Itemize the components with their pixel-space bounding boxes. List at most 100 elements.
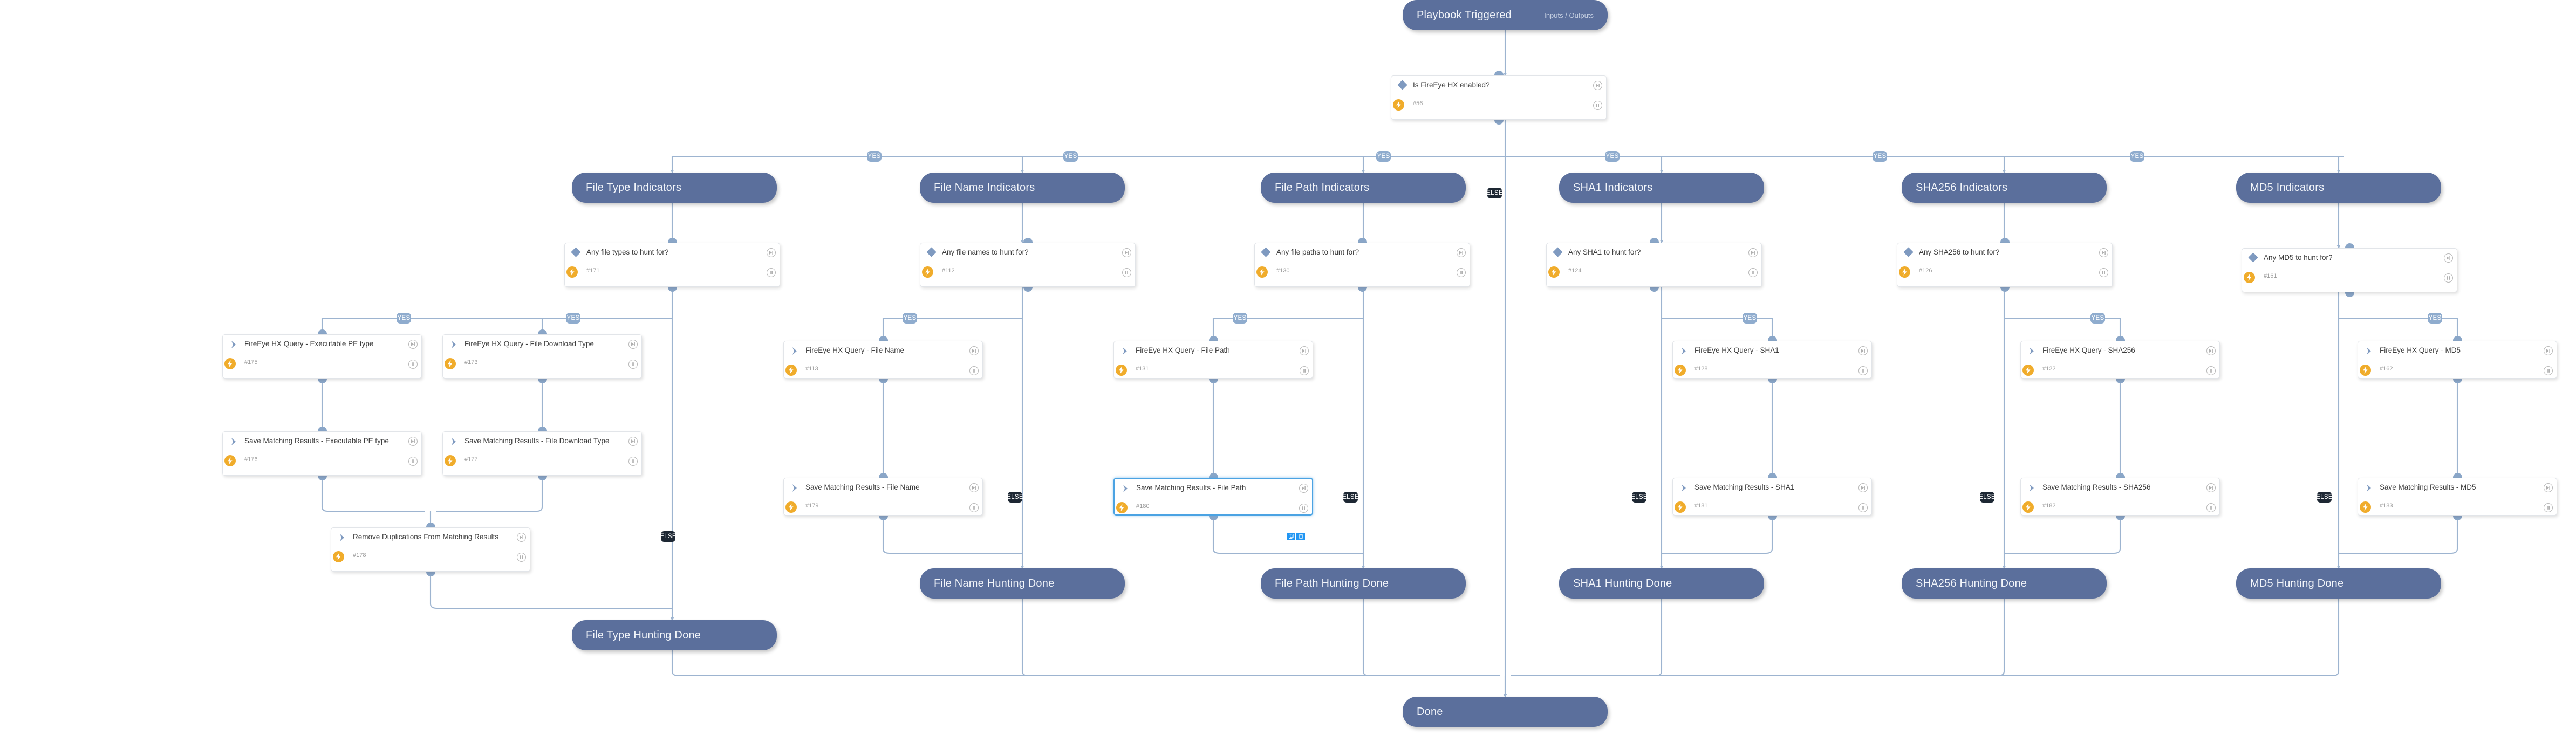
node-input-connector[interactable]: [878, 473, 888, 478]
node-sha256-hunting-done[interactable]: SHA256 Hunting Done: [1902, 568, 2107, 599]
node-input-connector[interactable]: [317, 427, 327, 431]
node-input-connector[interactable]: [2115, 473, 2125, 478]
node-file-type-hunting-done[interactable]: File Type Hunting Done: [572, 620, 777, 650]
node-output-connector[interactable]: [1208, 379, 1218, 383]
pause-icon[interactable]: [969, 503, 979, 512]
node-output-connector[interactable]: [2345, 292, 2354, 297]
step-forward-icon[interactable]: [2099, 248, 2108, 257]
pause-icon[interactable]: [1858, 503, 1868, 512]
node-input-connector[interactable]: [317, 329, 327, 334]
node-input-connector[interactable]: [878, 336, 888, 341]
section-sha1-indicators[interactable]: SHA1 Indicators: [1559, 173, 1764, 203]
node-file-path-hunting-done[interactable]: File Path Hunting Done: [1261, 568, 1466, 599]
step-forward-icon[interactable]: [1748, 248, 1758, 257]
pause-icon[interactable]: [2544, 503, 2553, 512]
pause-icon[interactable]: [408, 457, 418, 466]
node-output-connector[interactable]: [537, 379, 547, 383]
pause-icon[interactable]: [1299, 504, 1308, 513]
node-save-matching-results-file-name[interactable]: Save Matching Results - File Name#179: [783, 478, 983, 516]
node-input-connector[interactable]: [1494, 71, 1504, 75]
node-input-connector[interactable]: [537, 329, 547, 334]
pause-icon[interactable]: [1122, 268, 1131, 277]
node-output-connector[interactable]: [317, 476, 327, 480]
node-any-md5-to-hunt-for[interactable]: Any MD5 to hunt for?#161: [2242, 248, 2457, 292]
section-file-path-indicators[interactable]: File Path Indicators: [1261, 173, 1466, 203]
node-output-connector[interactable]: [1357, 287, 1367, 292]
step-forward-icon[interactable]: [2206, 483, 2216, 492]
node-fireeye-hx-query-md5[interactable]: FireEye HX Query - MD5#162: [2358, 341, 2557, 379]
step-forward-icon[interactable]: [969, 483, 979, 492]
node-input-connector[interactable]: [1208, 336, 1218, 341]
node-save-matching-results-file-download[interactable]: Save Matching Results - File Download Ty…: [442, 431, 642, 476]
node-output-connector[interactable]: [317, 379, 327, 383]
step-forward-icon[interactable]: [2544, 483, 2553, 492]
node-input-connector[interactable]: [2345, 243, 2354, 248]
node-any-file-paths-to-hunt-for[interactable]: Any file paths to hunt for?#130: [1254, 243, 1470, 287]
node-output-connector[interactable]: [2000, 287, 2010, 292]
node-output-connector[interactable]: [2452, 516, 2462, 520]
node-input-connector[interactable]: [1023, 238, 1033, 243]
step-forward-icon[interactable]: [2206, 346, 2216, 355]
step-forward-icon[interactable]: [969, 346, 979, 355]
step-forward-icon[interactable]: [408, 437, 418, 446]
pause-icon[interactable]: [1748, 268, 1758, 277]
node-save-matching-results-md5[interactable]: Save Matching Results - MD5#183: [2358, 478, 2557, 516]
step-forward-icon[interactable]: [2544, 346, 2553, 355]
node-input-connector[interactable]: [2452, 473, 2462, 478]
inputs-outputs-link[interactable]: Inputs / Outputs: [1544, 11, 1594, 19]
pause-icon[interactable]: [2206, 503, 2216, 512]
node-file-name-hunting-done[interactable]: File Name Hunting Done: [920, 568, 1125, 599]
node-fireeye-hx-query-file-download[interactable]: FireEye HX Query - File Download Type#17…: [442, 334, 642, 379]
node-output-connector[interactable]: [2115, 379, 2125, 383]
pause-icon[interactable]: [767, 268, 776, 277]
step-forward-icon[interactable]: [1593, 81, 1602, 90]
step-forward-icon[interactable]: [2444, 253, 2453, 263]
node-save-matching-results-sha256[interactable]: Save Matching Results - SHA256#182: [2020, 478, 2220, 516]
step-forward-icon[interactable]: [628, 340, 638, 349]
step-forward-icon[interactable]: [1300, 346, 1309, 355]
node-save-matching-results-sha1[interactable]: Save Matching Results - SHA1#181: [1672, 478, 1872, 516]
node-action-bar[interactable]: [1287, 533, 1305, 540]
copy-icon[interactable]: [1287, 533, 1295, 540]
node-output-connector[interactable]: [878, 516, 888, 520]
done-node[interactable]: Done: [1403, 697, 1608, 727]
node-input-connector[interactable]: [1649, 238, 1659, 243]
node-output-connector[interactable]: [667, 287, 677, 292]
step-forward-icon[interactable]: [628, 437, 638, 446]
pause-icon[interactable]: [1300, 366, 1309, 375]
node-input-connector[interactable]: [2452, 336, 2462, 341]
node-output-connector[interactable]: [537, 476, 547, 480]
node-input-connector[interactable]: [1357, 238, 1367, 243]
node-save-matching-results-file-path[interactable]: Save Matching Results - File Path#180: [1113, 478, 1313, 516]
node-input-connector[interactable]: [667, 238, 677, 243]
section-md5-indicators[interactable]: MD5 Indicators: [2236, 173, 2441, 203]
node-output-connector[interactable]: [1767, 379, 1777, 383]
pause-icon[interactable]: [1457, 268, 1466, 277]
pause-icon[interactable]: [2206, 366, 2216, 375]
node-input-connector[interactable]: [2115, 336, 2125, 341]
node-md5-hunting-done[interactable]: MD5 Hunting Done: [2236, 568, 2441, 599]
step-forward-icon[interactable]: [1858, 483, 1868, 492]
pause-icon[interactable]: [628, 457, 638, 466]
pause-icon[interactable]: [2099, 268, 2108, 277]
node-input-connector[interactable]: [1767, 336, 1777, 341]
step-forward-icon[interactable]: [1299, 484, 1308, 493]
node-sha1-hunting-done[interactable]: SHA1 Hunting Done: [1559, 568, 1764, 599]
section-sha256-indicators[interactable]: SHA256 Indicators: [1902, 173, 2107, 203]
node-fireeye-hx-query-executable-pe[interactable]: FireEye HX Query - Executable PE type#17…: [222, 334, 422, 379]
node-output-connector[interactable]: [878, 379, 888, 383]
node-save-matching-results-executable-pe[interactable]: Save Matching Results - Executable PE ty…: [222, 431, 422, 476]
node-any-file-names-to-hunt-for[interactable]: Any file names to hunt for?#112: [920, 243, 1136, 287]
node-output-connector[interactable]: [1023, 287, 1033, 292]
step-forward-icon[interactable]: [767, 248, 776, 257]
node-input-connector[interactable]: [1208, 473, 1218, 478]
step-forward-icon[interactable]: [1858, 346, 1868, 355]
node-fireeye-hx-query-sha1[interactable]: FireEye HX Query - SHA1#128: [1672, 341, 1872, 379]
node-input-connector[interactable]: [426, 523, 435, 527]
node-remove-duplications-from-matching-results[interactable]: Remove Duplications From Matching Result…: [331, 527, 530, 572]
node-any-sha256-to-hunt-for[interactable]: Any SHA256 to hunt for?#126: [1897, 243, 2113, 287]
step-forward-icon[interactable]: [1122, 248, 1131, 257]
pause-icon[interactable]: [1858, 366, 1868, 375]
node-output-connector[interactable]: [1649, 287, 1659, 292]
